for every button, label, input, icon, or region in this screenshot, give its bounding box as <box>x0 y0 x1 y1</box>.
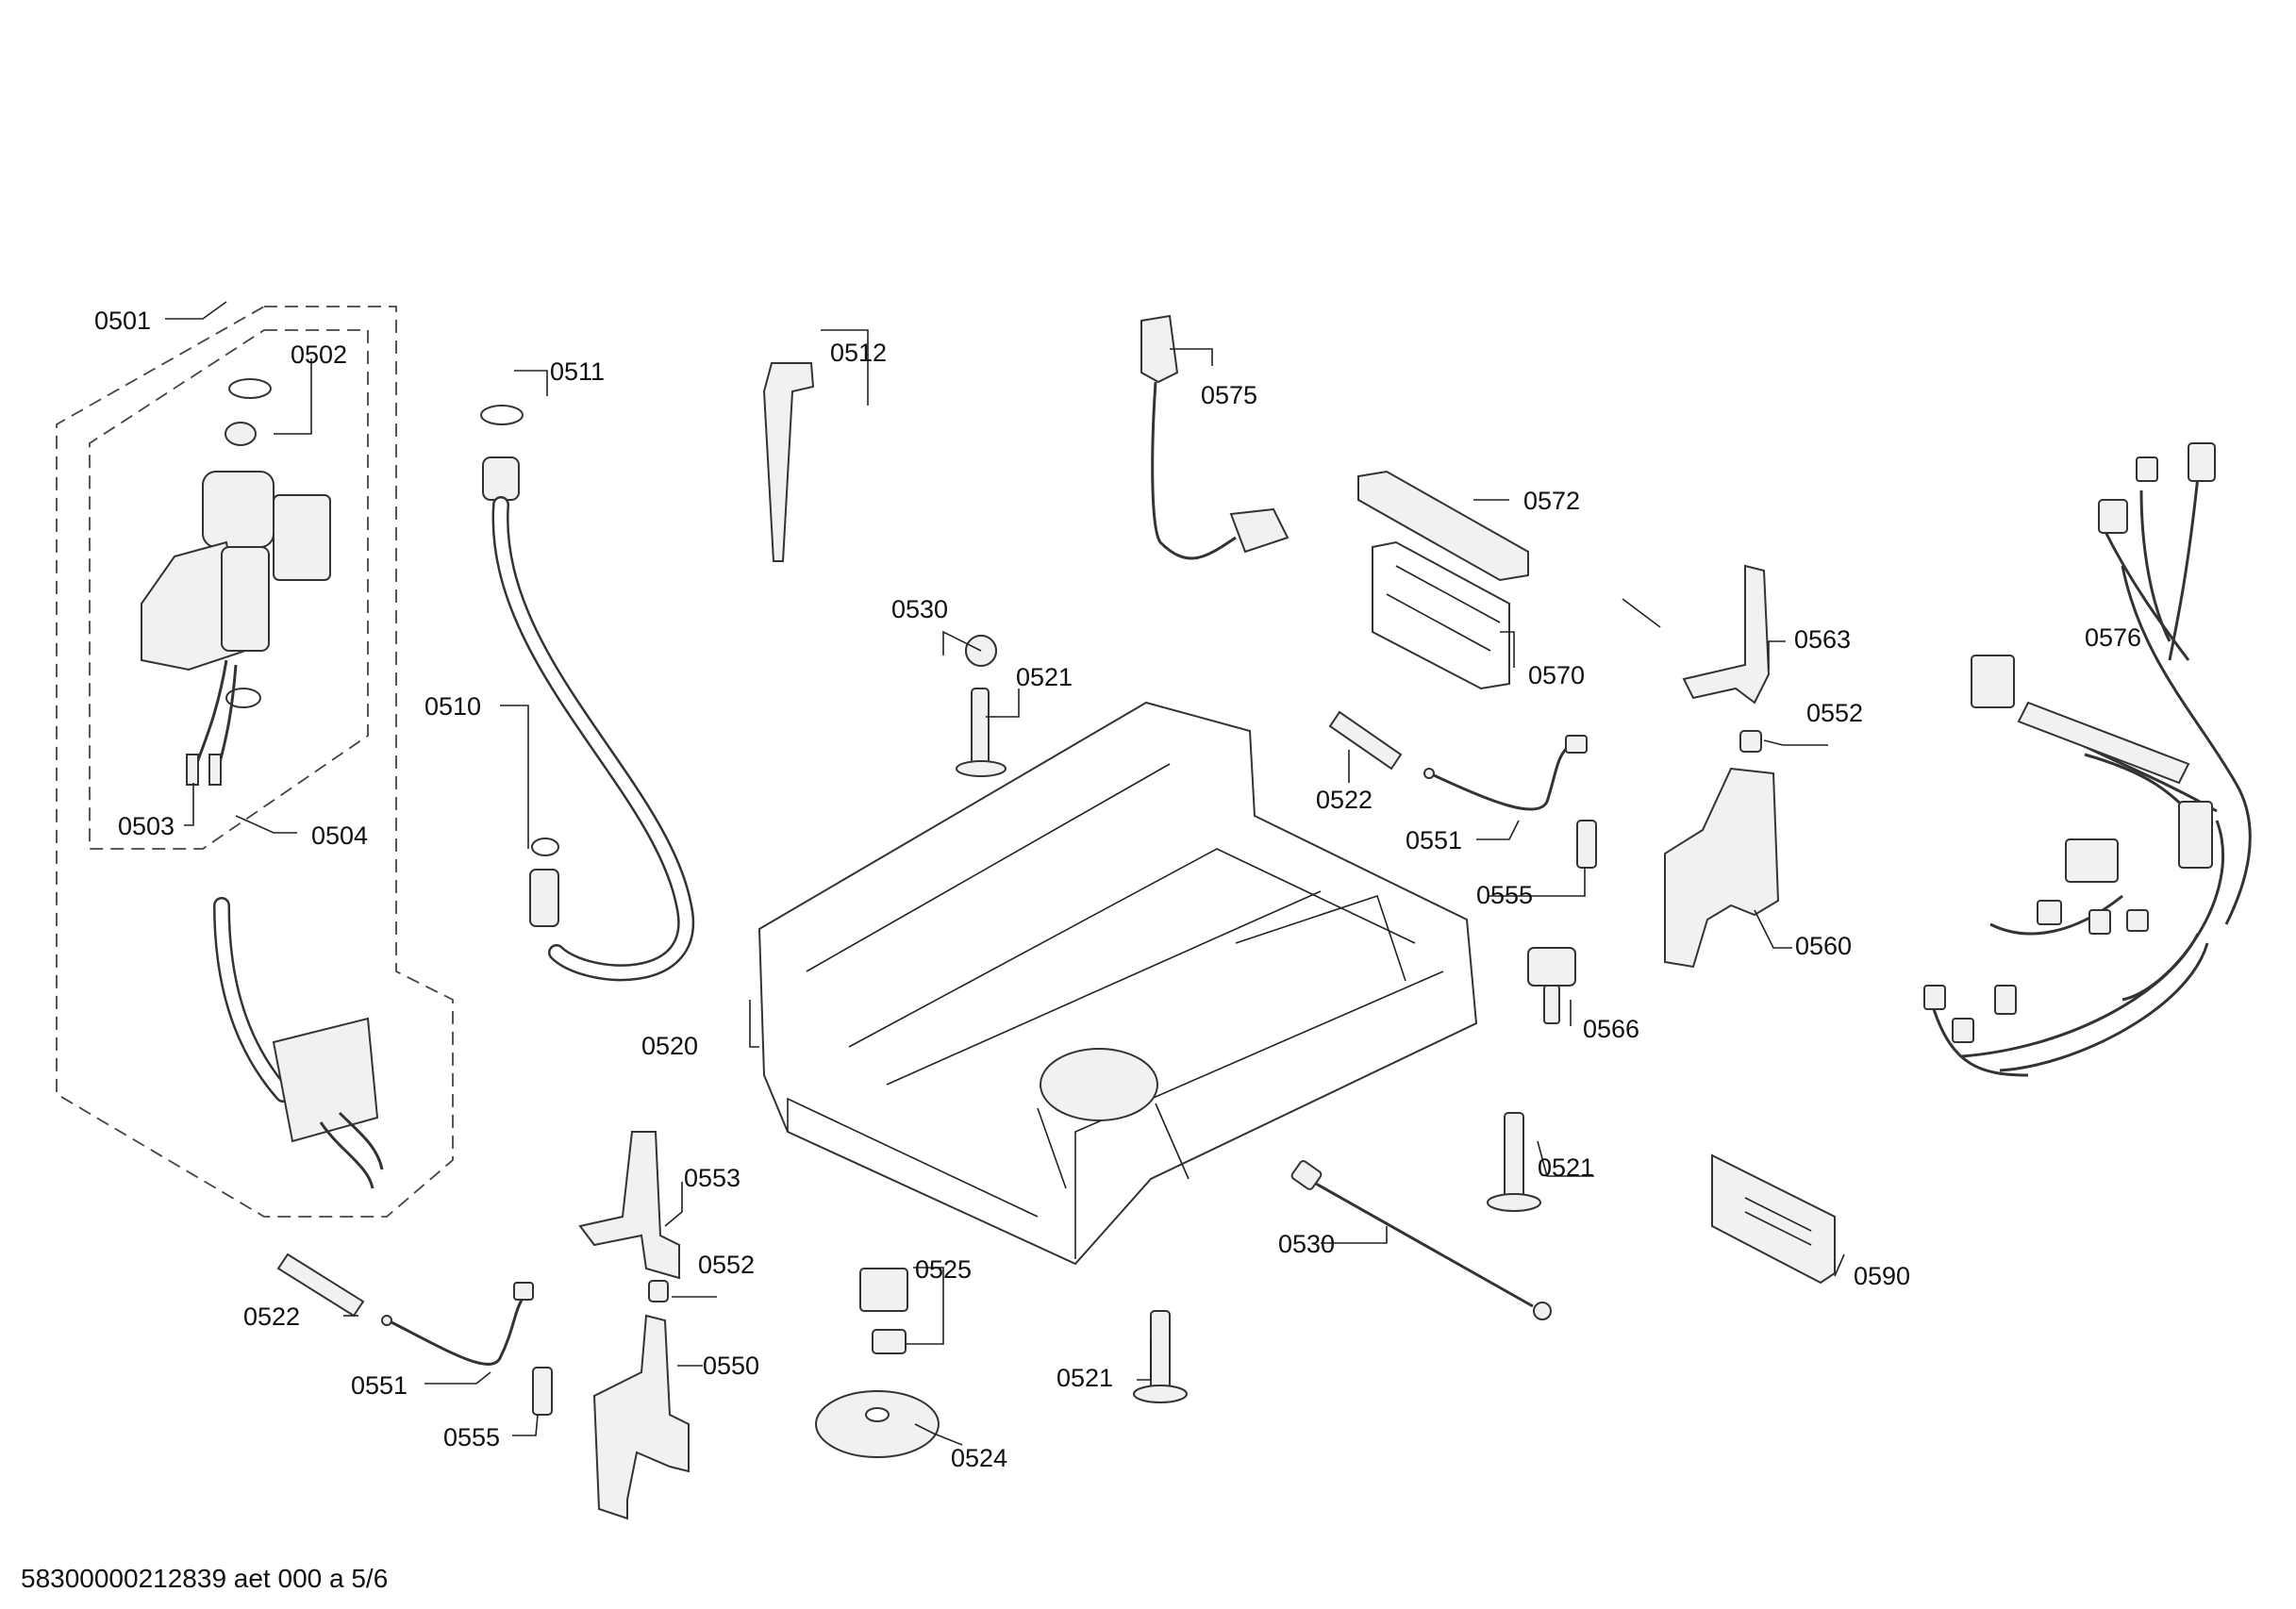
clip-part-0552a <box>648 1280 669 1302</box>
callout-0502: 0502 <box>291 340 347 369</box>
clip-part-0552b <box>1739 730 1762 753</box>
base-frame-part <box>757 701 1478 1266</box>
sensor-part-0551a <box>381 1282 534 1366</box>
power-cord-part-0575 <box>1140 314 1289 560</box>
callout-0550: 0550 <box>703 1352 759 1380</box>
clip-part-0555b <box>1576 820 1597 869</box>
callout-0555-left: 0555 <box>443 1423 500 1451</box>
callout-0576: 0576 <box>2085 623 2141 652</box>
bracket-part-0550 <box>592 1314 690 1520</box>
screw-part-0521c <box>1133 1310 1188 1403</box>
callout-0512: 0512 <box>830 339 887 367</box>
valve-part-0566 <box>1527 947 1576 1024</box>
document-reference-footer: 58300000212839 aet 000 a 5/6 <box>21 1564 388 1593</box>
inlet-hose-part <box>213 897 384 1189</box>
assembly-group-0501 <box>56 306 454 1218</box>
inlet-valve-part <box>141 378 331 786</box>
bracket-part-0560 <box>1664 767 1780 969</box>
clip-part-0555a <box>532 1367 553 1416</box>
callout-0520: 0520 <box>641 1032 698 1060</box>
callout-0563: 0563 <box>1794 625 1851 654</box>
callout-0566: 0566 <box>1583 1015 1639 1043</box>
bracket-part-0553 <box>578 1131 680 1280</box>
callout-0555-right: 0555 <box>1476 881 1533 909</box>
bracket-part-0563 <box>1682 564 1771 705</box>
callout-0570: 0570 <box>1528 661 1585 689</box>
callout-0524: 0524 <box>951 1444 1007 1472</box>
callout-0530-bottom: 0530 <box>1278 1230 1335 1258</box>
callout-0552-right: 0552 <box>1806 699 1863 727</box>
callout-0521-bottom: 0521 <box>1056 1364 1113 1392</box>
callout-0530-top: 0530 <box>891 595 948 623</box>
callout-0551-right: 0551 <box>1406 826 1462 854</box>
callout-0521-top: 0521 <box>1016 663 1073 691</box>
callout-0590: 0590 <box>1854 1262 1910 1290</box>
module-part-0570 <box>1372 540 1510 690</box>
grille-part-0590 <box>1711 1153 1836 1285</box>
callout-0522-right: 0522 <box>1316 786 1373 814</box>
callout-0510: 0510 <box>424 692 481 721</box>
callout-0552-left: 0552 <box>698 1251 755 1279</box>
disc-part-0524 <box>815 1390 940 1458</box>
callout-0501: 0501 <box>94 307 151 335</box>
callout-0504: 0504 <box>311 821 368 850</box>
bracket-part-0525 <box>859 1268 908 1354</box>
screw-part-0521b <box>1487 1112 1541 1212</box>
sensor-part-0551b <box>1423 735 1588 811</box>
drain-hose-part <box>480 405 695 982</box>
callout-0551-left: 0551 <box>351 1371 408 1400</box>
callout-0511: 0511 <box>550 357 605 386</box>
callout-0553: 0553 <box>684 1164 740 1192</box>
cover-part-0572 <box>1357 470 1529 582</box>
callout-0522-left: 0522 <box>243 1302 300 1331</box>
clip-part-0512 <box>762 362 815 562</box>
callout-0560: 0560 <box>1795 932 1852 960</box>
sensor-cable-part-0530 <box>1290 1160 1552 1320</box>
callout-0525: 0525 <box>915 1255 972 1284</box>
callout-0503: 0503 <box>118 812 175 840</box>
callout-labels: 0501 0502 0503 0504 0510 0511 0512 0530 … <box>94 307 2141 1472</box>
callout-0572: 0572 <box>1523 487 1580 515</box>
leader-lines <box>165 301 1845 1446</box>
callout-0521-right: 0521 <box>1538 1153 1594 1182</box>
callout-0575: 0575 <box>1201 381 1257 409</box>
wiring-harness-part-0576 <box>1923 442 2252 1077</box>
spring-part-0522b <box>1328 710 1403 771</box>
